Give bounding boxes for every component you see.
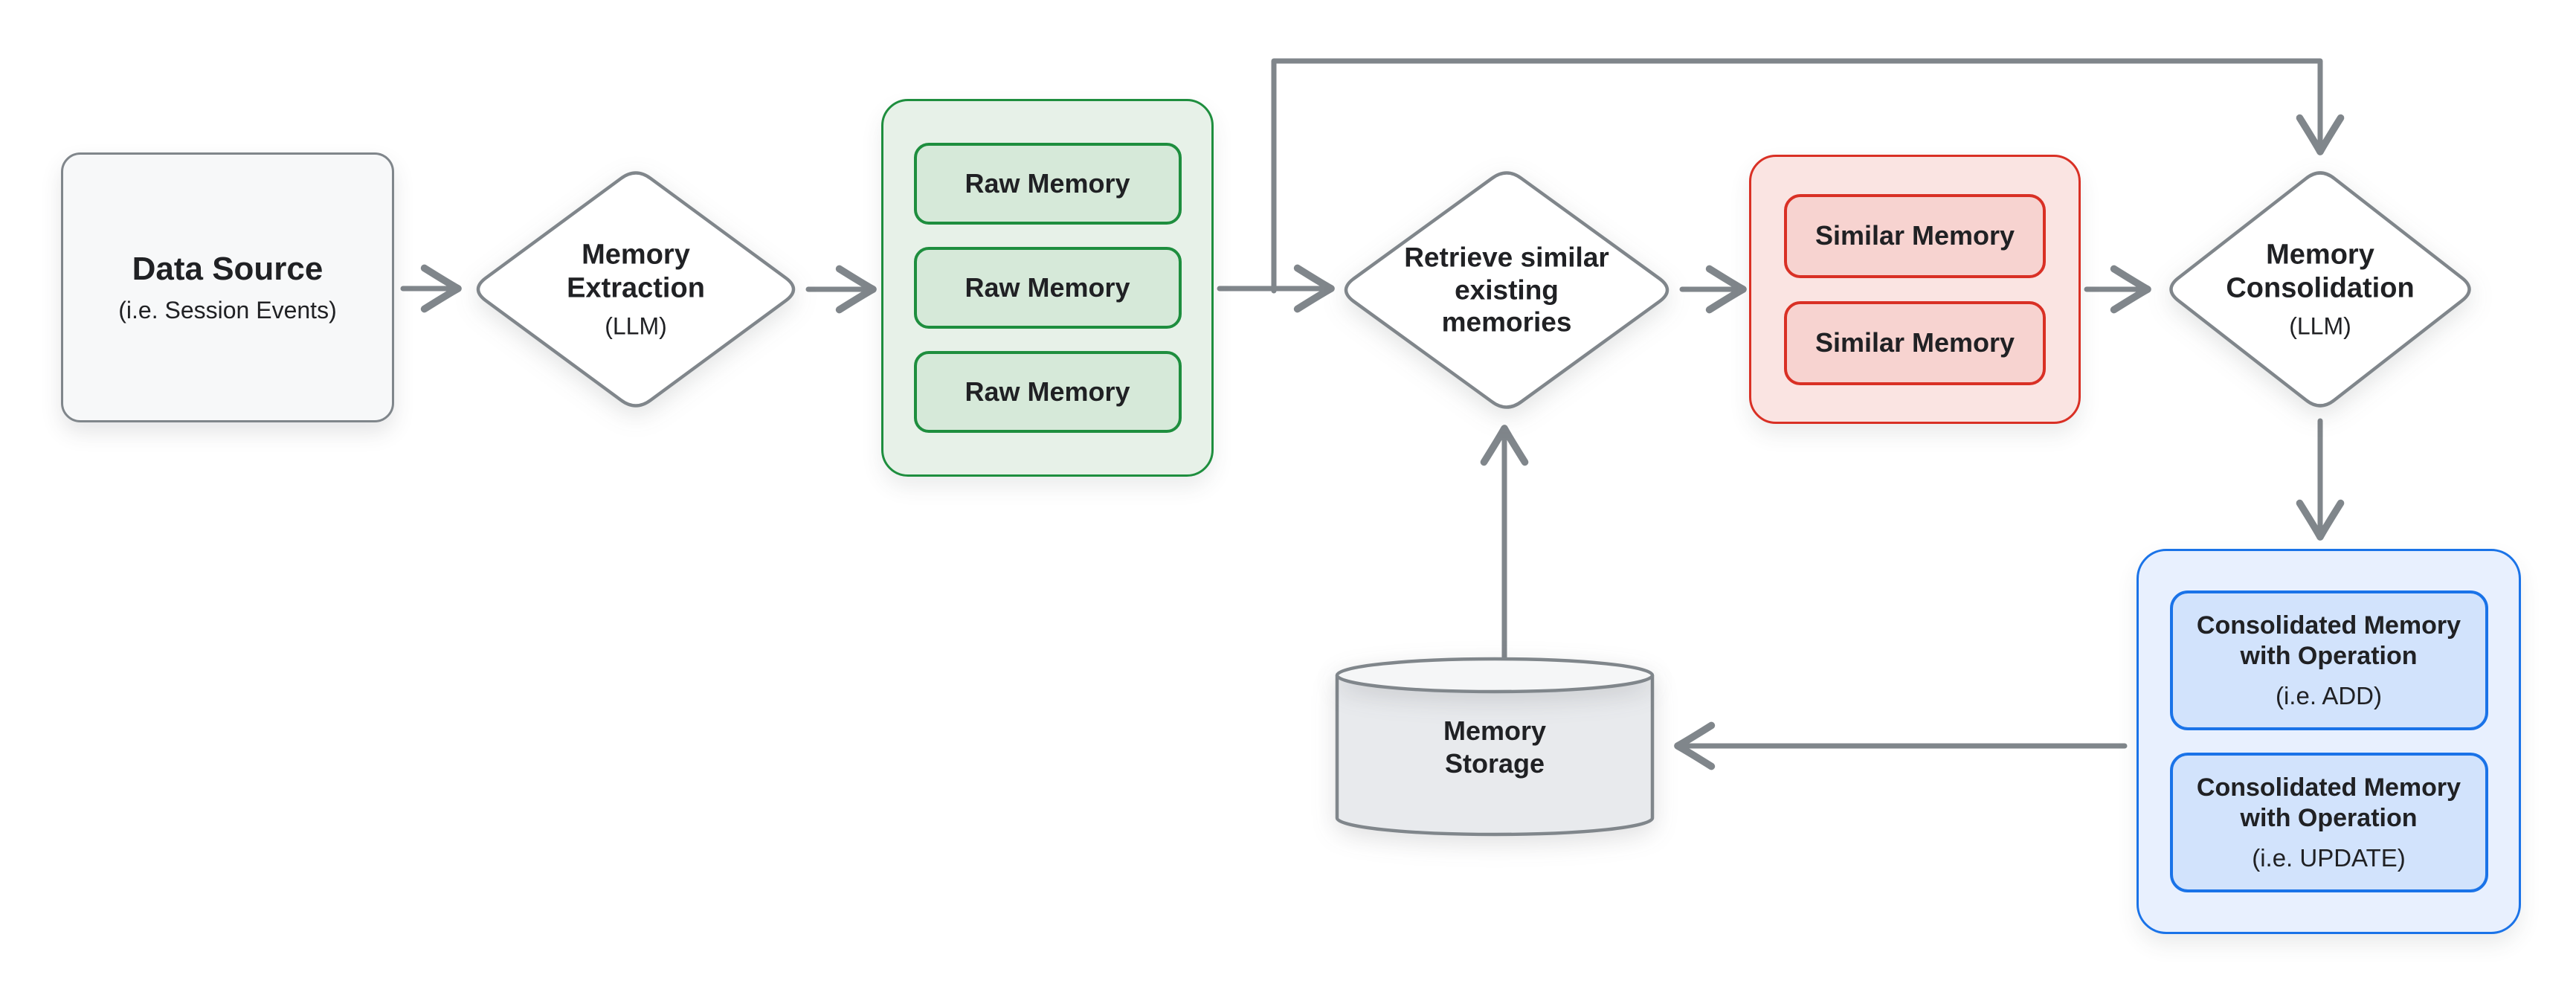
retrieve-memories-line3: memories	[1441, 306, 1572, 338]
memory-storage-line1: Memory	[1443, 715, 1547, 747]
retrieve-memories-diamond	[1344, 171, 1669, 409]
memory-consolidation-line2: Consolidation	[2226, 272, 2415, 304]
retrieve-memories-line1: Retrieve similar	[1404, 242, 1609, 273]
feedback-line-rawmemory-to-consolidation	[1271, 58, 2345, 294]
data-source-title: Data Source	[132, 251, 323, 287]
retrieve-memories-label: Retrieve similar existing memories	[1404, 242, 1609, 339]
consolidated-memory-box-update: Consolidated Memory with Operation (i.e.…	[2169, 753, 2488, 892]
raw-memory-group: Raw Memory Raw Memory Raw Memory	[881, 99, 1214, 477]
consolidated-update-line1: Consolidated Memory	[2196, 773, 2461, 802]
raw-memory-box-2: Raw Memory	[913, 247, 1182, 329]
data-source-node: Data Source (i.e. Session Events)	[61, 152, 394, 422]
retrieve-memories-line2: existing	[1455, 274, 1559, 306]
consolidated-update-subtitle: (i.e. UPDATE)	[2252, 844, 2406, 872]
cylinder-body	[1335, 675, 1655, 837]
memory-extraction-line1: Memory	[582, 239, 690, 271]
memory-consolidation-label: Memory Consolidation (LLM)	[2226, 238, 2414, 340]
raw-memory-box-1: Raw Memory	[913, 143, 1182, 225]
memory-consolidation-diamond	[2169, 171, 2471, 408]
memory-consolidation-line1: Memory	[2266, 239, 2374, 271]
memory-extraction-label: Memory Extraction (LLM)	[567, 238, 705, 340]
memory-extraction-subtitle: (LLM)	[605, 312, 667, 339]
consolidated-memory-box-add: Consolidated Memory with Operation (i.e.…	[2169, 590, 2488, 730]
consolidated-add-line2: with Operation	[2240, 642, 2418, 670]
memory-storage-label: Memory Storage	[1443, 715, 1546, 780]
consolidated-memory-group: Consolidated Memory with Operation (i.e.…	[2137, 549, 2521, 934]
consolidated-add-subtitle: (i.e. ADD)	[2275, 682, 2383, 710]
memory-extraction-diamond	[476, 171, 796, 408]
memory-extraction-line2: Extraction	[567, 272, 705, 304]
cylinder-top-ellipse	[1335, 657, 1655, 694]
raw-memory-box-3: Raw Memory	[913, 351, 1182, 433]
memory-storage-line2: Storage	[1444, 748, 1545, 779]
similar-memory-group: Similar Memory Similar Memory	[1749, 155, 2081, 424]
memory-consolidation-subtitle: (LLM)	[2289, 312, 2351, 339]
consolidated-add-line1: Consolidated Memory	[2196, 611, 2461, 640]
similar-memory-box-2: Similar Memory	[1784, 300, 2046, 385]
consolidated-update-line2: with Operation	[2240, 804, 2418, 832]
memory-storage-cylinder	[1335, 657, 1655, 837]
data-source-subtitle: (i.e. Session Events)	[118, 297, 337, 324]
similar-memory-box-1: Similar Memory	[1784, 193, 2046, 278]
